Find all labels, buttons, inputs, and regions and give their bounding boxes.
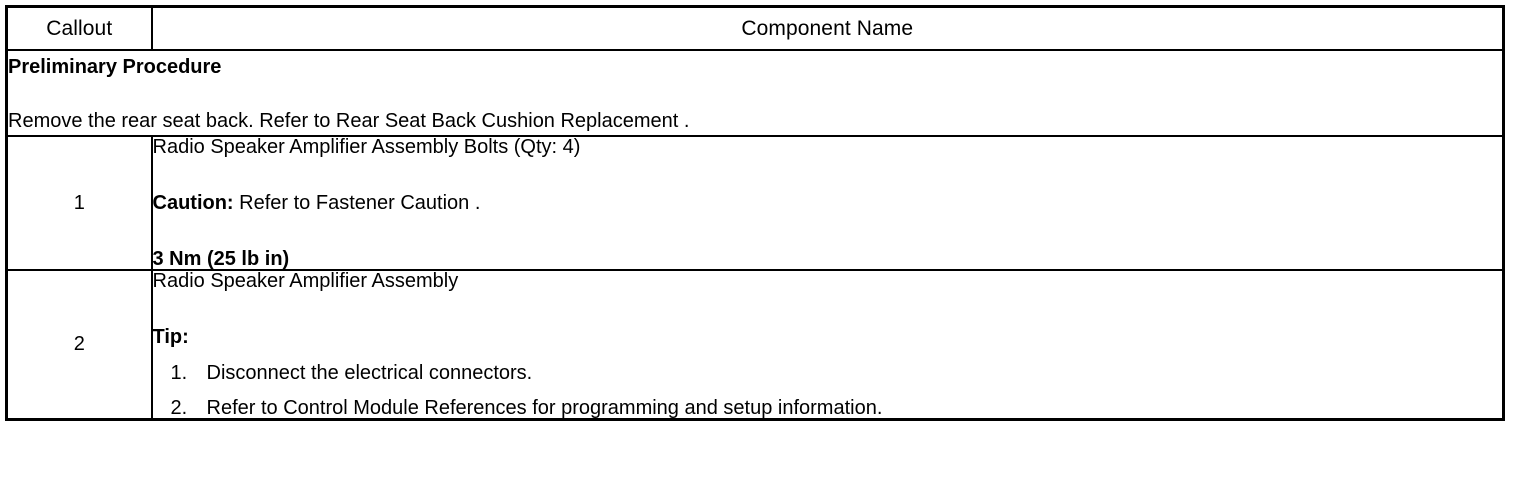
caution-text: Refer to Fastener Caution . (233, 192, 481, 214)
list-item-text: Disconnect the electrical connectors. (206, 362, 533, 384)
caution-label: Caution: (152, 192, 234, 214)
list-item-number: 2. (170, 397, 188, 419)
callout-number-cell: 1 (5, 135, 153, 271)
component-description-cell: Radio Speaker Amplifier Assembly Bolts (… (150, 135, 1505, 271)
tip-step-list: 1.Disconnect the electrical connectors. … (153, 363, 1503, 418)
table-row: 2 Radio Speaker Amplifier Assembly Tip: … (5, 269, 1505, 421)
preliminary-procedure-text: Remove the rear seat back. Refer to Rear… (8, 110, 690, 132)
preliminary-procedure-title: Preliminary Procedure (8, 56, 222, 78)
tip-label: Tip: (152, 326, 189, 348)
header-row: Callout Component Name (5, 5, 1505, 51)
component-description-cell: Radio Speaker Amplifier Assembly Tip: 1.… (150, 269, 1505, 421)
column-header-component-name: Component Name (150, 5, 1505, 51)
column-header-callout: Callout (5, 5, 153, 51)
list-item-text: Refer to Control Module References for p… (206, 397, 883, 419)
preliminary-procedure-cell: Preliminary Procedure Remove the rear se… (5, 49, 1505, 137)
service-procedure-table: Callout Component Name Preliminary Proce… (5, 5, 1505, 421)
component-title-line: Radio Speaker Amplifier Assembly Bolts (… (152, 136, 581, 158)
caution-line: Caution: Refer to Fastener Caution . (153, 193, 1503, 213)
component-title-line: Radio Speaker Amplifier Assembly (152, 270, 459, 292)
table-row: 1 Radio Speaker Amplifier Assembly Bolts… (5, 135, 1505, 271)
preliminary-procedure-row: Preliminary Procedure Remove the rear se… (5, 49, 1505, 137)
table-header: Callout Component Name (5, 5, 1505, 51)
list-item: 2. Refer to Control Module References for… (153, 398, 1503, 418)
torque-spec-line: 3 Nm (25 lb in) (152, 248, 290, 270)
table-body: Preliminary Procedure Remove the rear se… (5, 49, 1505, 421)
list-item: 1. Disconnect the electrical connectors. (153, 363, 1503, 383)
list-item-number: 1. (170, 362, 188, 384)
callout-number-cell: 2 (5, 269, 153, 421)
